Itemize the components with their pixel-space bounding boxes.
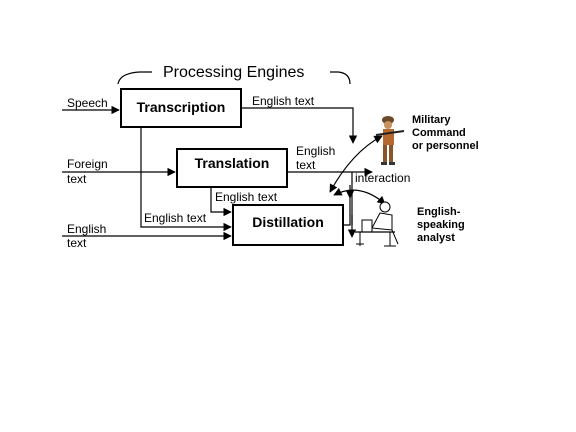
interaction-label: interaction — [355, 171, 410, 185]
transcription-output-arrow — [241, 107, 358, 144]
english-text-label-2: text — [67, 236, 87, 250]
military-label-3: or personnel — [412, 140, 479, 152]
analyst-label-1: English- — [417, 206, 461, 218]
title-bracket-left — [117, 71, 152, 85]
title: Processing Engines — [163, 64, 304, 81]
foreign-text-label-2: text — [67, 172, 87, 186]
translation-to-distillation-label: English text — [215, 190, 278, 204]
translation-output-label-2: text — [296, 158, 316, 172]
transcription-to-distillation-label: English text — [144, 211, 207, 225]
english-text-label-1: English — [67, 222, 106, 236]
foreign-text-label-1: Foreign — [67, 157, 108, 171]
interaction-arrow-analyst — [333, 187, 386, 205]
transcription-to-distillation-arrow — [140, 127, 232, 232]
translation-to-distillation-arrow — [210, 187, 232, 217]
transcription-output-label: English text — [252, 94, 315, 108]
distillation-box: Distillation — [232, 204, 344, 246]
analyst-at-desk-icon — [355, 201, 399, 247]
analyst-label-2: speaking — [417, 219, 465, 231]
translation-output-label-1: English — [296, 144, 335, 158]
speech-input-label: Speech — [67, 96, 108, 110]
title-bracket-right — [330, 71, 351, 85]
translation-box: Translation — [176, 148, 288, 188]
distillation-label: Distillation — [252, 214, 324, 230]
translation-label: Translation — [195, 155, 270, 171]
transcription-box: Transcription — [120, 88, 242, 128]
military-label-2: Command — [412, 127, 466, 139]
interaction-arrow-soldier — [329, 135, 383, 193]
military-label-1: Military — [412, 114, 451, 126]
transcription-label: Transcription — [137, 99, 226, 115]
soldier-icon — [375, 116, 405, 165]
analyst-label-3: analyst — [417, 232, 455, 244]
